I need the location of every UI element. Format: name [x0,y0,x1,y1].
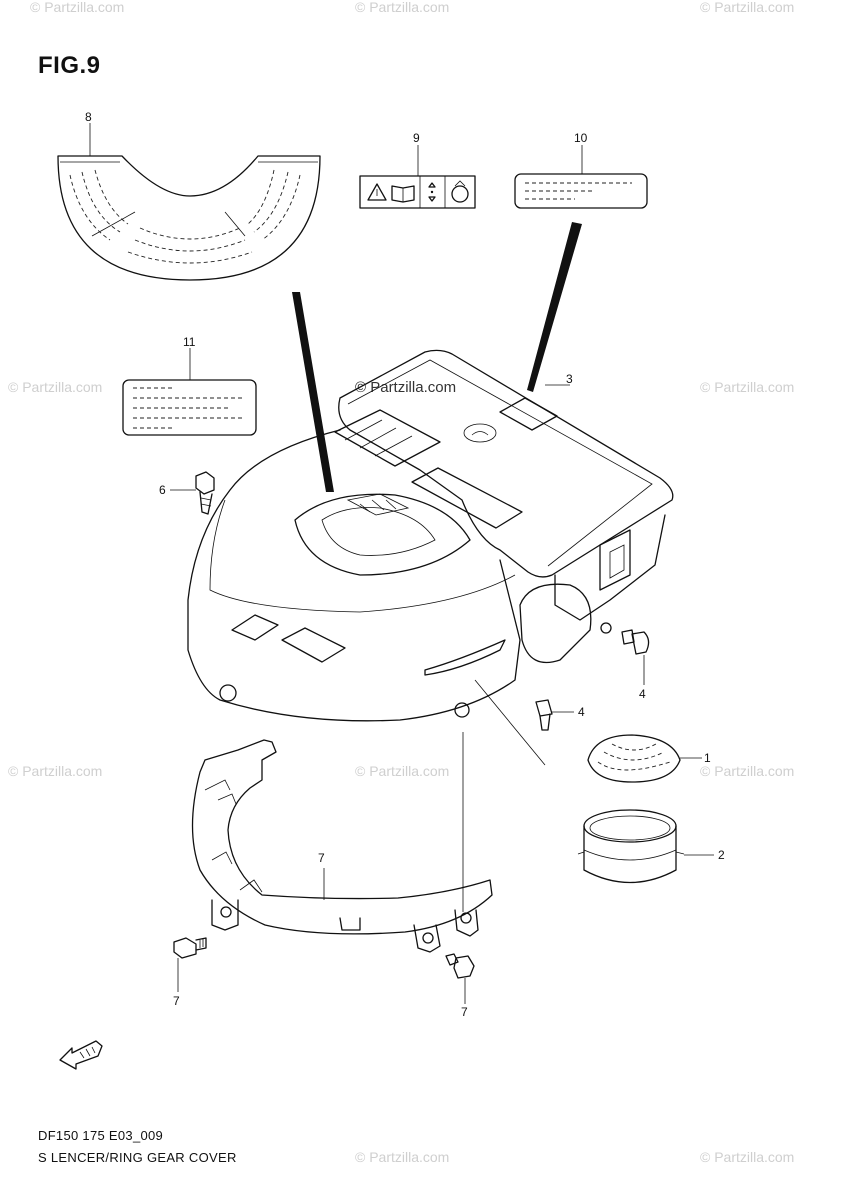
figure-code: DF150 175 E03_009 [38,1128,164,1143]
part-4-bolt-lower: 4 [535,699,585,731]
watermark: © Partzilla.com [8,379,102,395]
callout-4: 4 [578,705,585,719]
warning-triangle-icon [367,183,387,201]
forward-arrow-icon [59,1040,103,1070]
watermark: © Partzilla.com [700,379,794,395]
part-7-bolt-right: 7 [445,953,475,1019]
watermark: © Partzilla.com [355,1149,449,1165]
pointer-wedge-right [527,222,582,392]
part-7-bolt-left: 7 [173,937,207,1008]
callout-2: 2 [718,848,725,862]
callout-7: 7 [173,994,180,1008]
callout-5: 6 [159,483,166,497]
callout-9: 9 [413,131,420,145]
watermark: © Partzilla.com [700,1149,794,1165]
part-6-ring-gear-cover: 7 [191,732,493,953]
part-3-silencer-cover: 3 [187,349,674,766]
part-9-label: 9 [359,131,476,209]
watermark: © Partzilla.com [700,0,794,15]
watermark: © Partzilla.com [355,763,449,779]
watermark: © Partzilla.com [8,763,102,779]
part-1-cap: 1 [587,734,711,783]
part-2-ring: 2 [577,809,725,884]
part-4-bolt-upper: 4 [621,629,650,701]
callout-8: 8 [85,110,92,124]
watermark: © Partzilla.com [700,763,794,779]
part-11-label: 11 [122,335,257,436]
watermark: © Partzilla.com [30,0,124,15]
manual-book-icon [391,185,415,203]
figure-title: FIG.9 [38,52,101,79]
callout-6: 7 [318,851,325,865]
callout-4: 4 [639,687,646,701]
watermark: © Partzilla.com [355,379,456,396]
part-8-decal: 8 [57,110,321,281]
arrow-updown-icon [428,182,436,202]
figure-name: S LENCER/RING GEAR COVER [38,1150,237,1165]
engine-icon [451,180,469,203]
callout-11: 11 [183,335,196,349]
callout-10: 10 [574,131,588,145]
watermark: © Partzilla.com [355,0,449,15]
callout-7: 7 [461,1005,468,1019]
callout-3: 3 [566,372,573,386]
callout-1: 1 [704,751,711,765]
part-5-bolt: 6 [159,471,215,515]
part-10-label: 10 [514,131,648,209]
watermarks: © Partzilla.com © Partzilla.com © Partzi… [8,0,794,1165]
pointer-wedge-left [292,292,334,492]
